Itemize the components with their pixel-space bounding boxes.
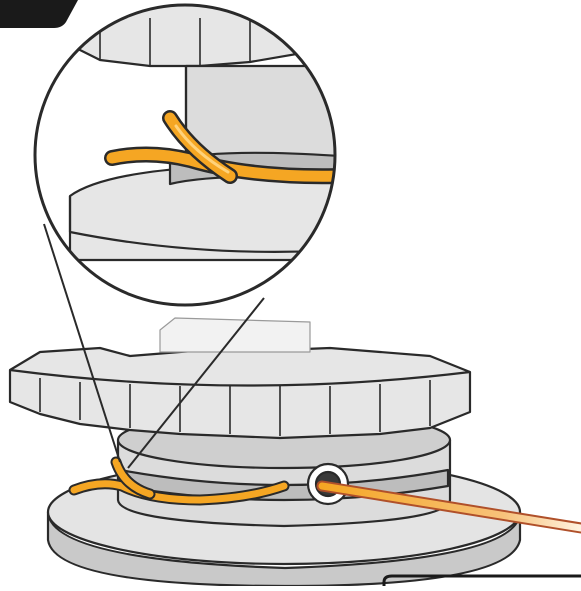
magnified-detail-circle <box>35 0 346 305</box>
step-number-badge <box>0 0 78 28</box>
